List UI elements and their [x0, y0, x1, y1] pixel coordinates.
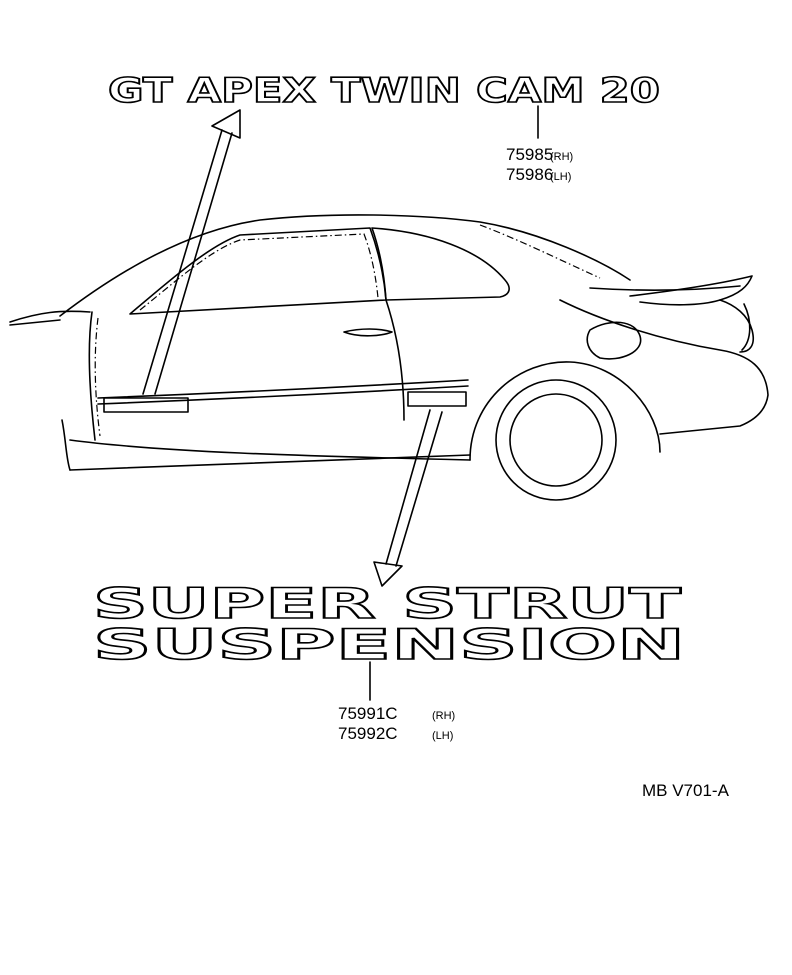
part-number-75986: 75986: [506, 165, 553, 184]
lower-emblem-location: [407, 391, 467, 407]
lower-emblem-line2: SUSPENSION: [93, 620, 685, 669]
part-side-lh: (LH): [550, 171, 571, 183]
arrow-to-upper-emblem: [142, 109, 241, 395]
lower-emblem: SUPER STRUT SUSPENSION: [92, 578, 686, 670]
upper-emblem: GT APEX TWIN CAM 20: [107, 70, 661, 112]
part-side-rh: (RH): [432, 710, 455, 722]
part-side-lh: (LH): [432, 730, 453, 742]
upper-emblem-text: GT APEX TWIN CAM 20: [108, 71, 660, 111]
arrow-to-lower-emblem: [373, 409, 443, 587]
upper-emblem-location: [103, 397, 189, 413]
part-number-75991c: 75991C: [338, 704, 398, 723]
part-number-75985: 75985: [506, 145, 553, 164]
lower-emblem-line1: SUPER STRUT: [93, 579, 682, 628]
car-illustration: [9, 214, 769, 501]
part-number-75992c: 75992C: [338, 724, 398, 743]
upper-part-numbers: 75985 (RH) 75986 (LH): [506, 145, 573, 184]
lower-part-numbers: 75991C (RH) 75992C (LH): [338, 704, 455, 743]
part-side-rh: (RH): [550, 151, 573, 163]
figure-code: MB V701-A: [642, 781, 730, 800]
